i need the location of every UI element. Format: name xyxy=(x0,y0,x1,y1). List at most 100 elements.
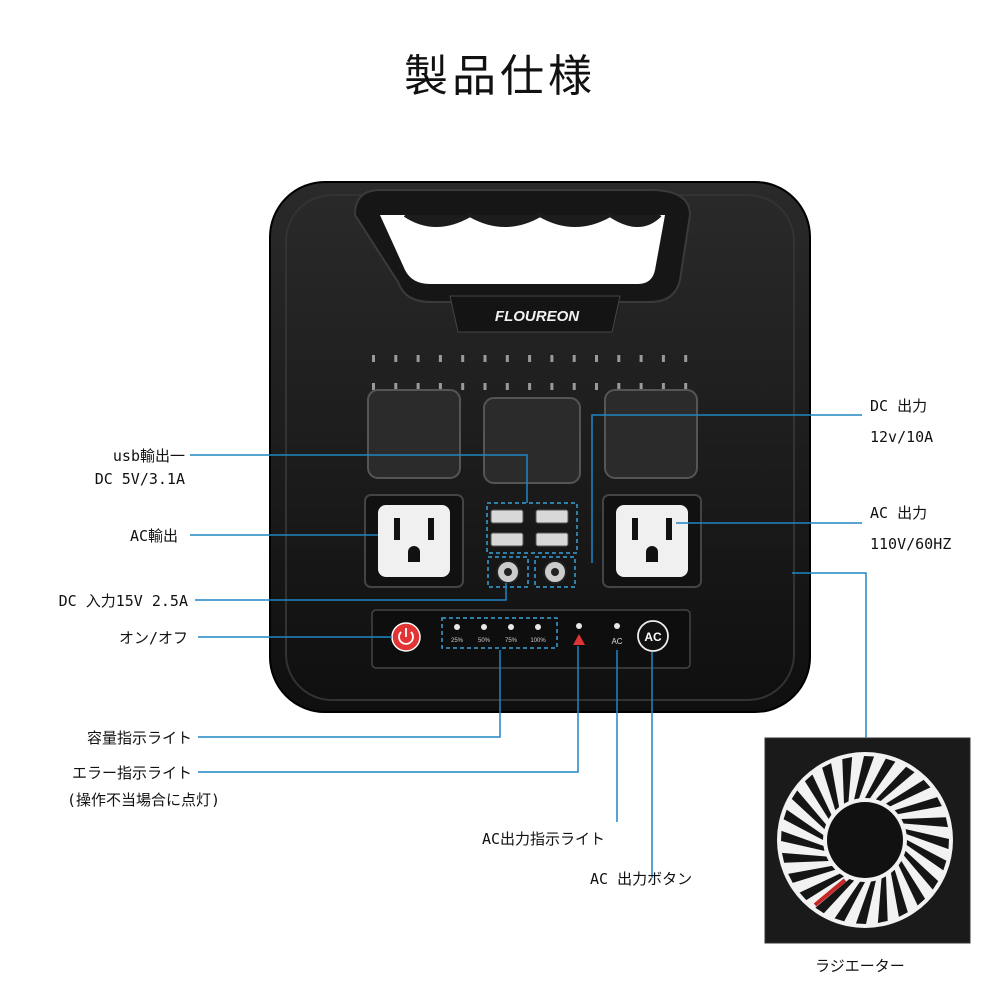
fan-blade xyxy=(865,758,896,799)
vent-hole xyxy=(550,355,554,362)
ac-button-label: AC xyxy=(644,630,662,644)
fan-blade xyxy=(791,790,827,830)
fan-blade xyxy=(842,756,853,804)
capacity-led xyxy=(535,624,541,630)
vent-hole xyxy=(394,355,398,362)
fan-blade xyxy=(855,880,876,924)
label-error-light: エラー指示ライト xyxy=(71,764,192,782)
fan-blade xyxy=(799,873,844,901)
ac-outlet-left[interactable] xyxy=(364,494,464,588)
vent-hole xyxy=(661,383,665,390)
label-capacity-light: 容量指示ライト xyxy=(86,729,192,747)
vent-hole xyxy=(550,383,554,390)
fan-blade xyxy=(905,829,949,850)
fan-blade xyxy=(906,840,947,871)
brand-logo: FLOUREON xyxy=(495,308,580,325)
usb-ports[interactable] xyxy=(486,502,578,554)
power-button[interactable] xyxy=(391,622,421,652)
label-ac-output-light: AC出力指示ライト xyxy=(482,830,606,848)
capacity-led xyxy=(508,624,514,630)
vent-hole xyxy=(617,355,621,362)
fan-blade xyxy=(894,797,942,815)
fan-blade xyxy=(815,878,855,914)
vent-hole xyxy=(617,383,621,390)
capacity-box xyxy=(441,617,558,649)
vent-hole xyxy=(661,355,665,362)
error-indicator xyxy=(573,623,585,645)
vent-hole xyxy=(505,383,509,390)
vent-hole xyxy=(572,355,576,362)
fan-blade xyxy=(834,881,865,922)
fan-blade xyxy=(788,865,836,883)
fan-blade xyxy=(890,869,908,917)
dc-output-port[interactable] xyxy=(534,556,576,588)
label-usb-output: usb輸出一 xyxy=(112,447,185,465)
label-ac-output-right-spec: 110V/60HZ xyxy=(870,535,952,553)
fan-blade xyxy=(804,774,832,819)
capacity-led xyxy=(481,624,487,630)
capacity-leds: 25% 50% 75% 100% xyxy=(451,624,546,644)
handle xyxy=(353,189,692,303)
capacity-led xyxy=(454,624,460,630)
vent-hole xyxy=(639,355,643,362)
vent-hole xyxy=(639,383,643,390)
fan-blades xyxy=(781,756,949,924)
vent-hole xyxy=(684,355,688,362)
capacity-tick-label: 25% xyxy=(451,638,464,644)
vent-hole xyxy=(595,355,598,362)
vent-hole xyxy=(461,355,465,362)
ac-output-button[interactable]: AC xyxy=(637,620,669,652)
ac-output-indicator: AC xyxy=(611,623,623,646)
label-usb-output-spec: DC 5V/3.1A xyxy=(94,470,185,488)
callout-lines xyxy=(190,414,867,878)
capacity-tick-label: 100% xyxy=(530,638,546,644)
outlet-cover-left[interactable] xyxy=(367,389,461,479)
vent-hole xyxy=(572,383,576,390)
dc-input-port[interactable] xyxy=(487,556,529,588)
vent-hole xyxy=(372,383,375,390)
fan-blade xyxy=(877,876,888,924)
vent-hole xyxy=(416,355,420,362)
fan-blade xyxy=(886,779,931,807)
label-ac-output-right: AC 出力 xyxy=(870,504,928,522)
fan-blade xyxy=(822,763,840,811)
fan-blade xyxy=(781,830,825,851)
vent-hole xyxy=(483,355,487,362)
vent-hole xyxy=(528,355,532,362)
page-title: 製品仕様 xyxy=(404,51,596,102)
label-radiator: ラジエーター xyxy=(815,957,905,975)
capacity-tick-label: 50% xyxy=(478,638,491,644)
usb-cover[interactable] xyxy=(483,397,581,484)
fan-blade xyxy=(898,861,926,906)
fan-blade xyxy=(901,817,949,828)
vent-hole xyxy=(505,355,509,362)
radiator-image xyxy=(764,737,971,944)
vent-hole xyxy=(483,383,487,390)
fan-blade xyxy=(875,766,915,802)
label-dc-input: DC 入力15V 2.5A xyxy=(58,592,188,610)
label-dc-output-spec: 12v/10A xyxy=(870,428,934,446)
control-panel xyxy=(371,609,691,669)
label-ac-output-button: AC 出力ボタン xyxy=(590,870,693,888)
vent-holes xyxy=(372,355,688,390)
vent-hole xyxy=(595,383,598,390)
fan-blade xyxy=(903,850,939,890)
label-ac-output-left: AC輸出 xyxy=(129,527,178,545)
label-error-light-note: (操作不当場合に点灯) xyxy=(66,791,220,809)
vent-hole xyxy=(461,383,465,390)
label-on-off: オン/オフ xyxy=(118,629,188,647)
vent-hole xyxy=(438,355,442,362)
fan-blade xyxy=(854,756,875,800)
power-station-device: FLOUREON xyxy=(269,181,811,713)
outlet-cover-right[interactable] xyxy=(604,389,698,479)
vent-hole xyxy=(528,383,532,390)
vent-hole xyxy=(394,383,398,390)
vent-hole xyxy=(684,383,688,390)
capacity-tick-label: 75% xyxy=(505,638,518,644)
vent-hole xyxy=(438,383,442,390)
ac-outlet-right[interactable] xyxy=(602,494,702,588)
ac-indicator-label: AC xyxy=(611,637,622,646)
fan-blade xyxy=(781,852,829,863)
label-dc-output: DC 出力 xyxy=(870,397,928,415)
